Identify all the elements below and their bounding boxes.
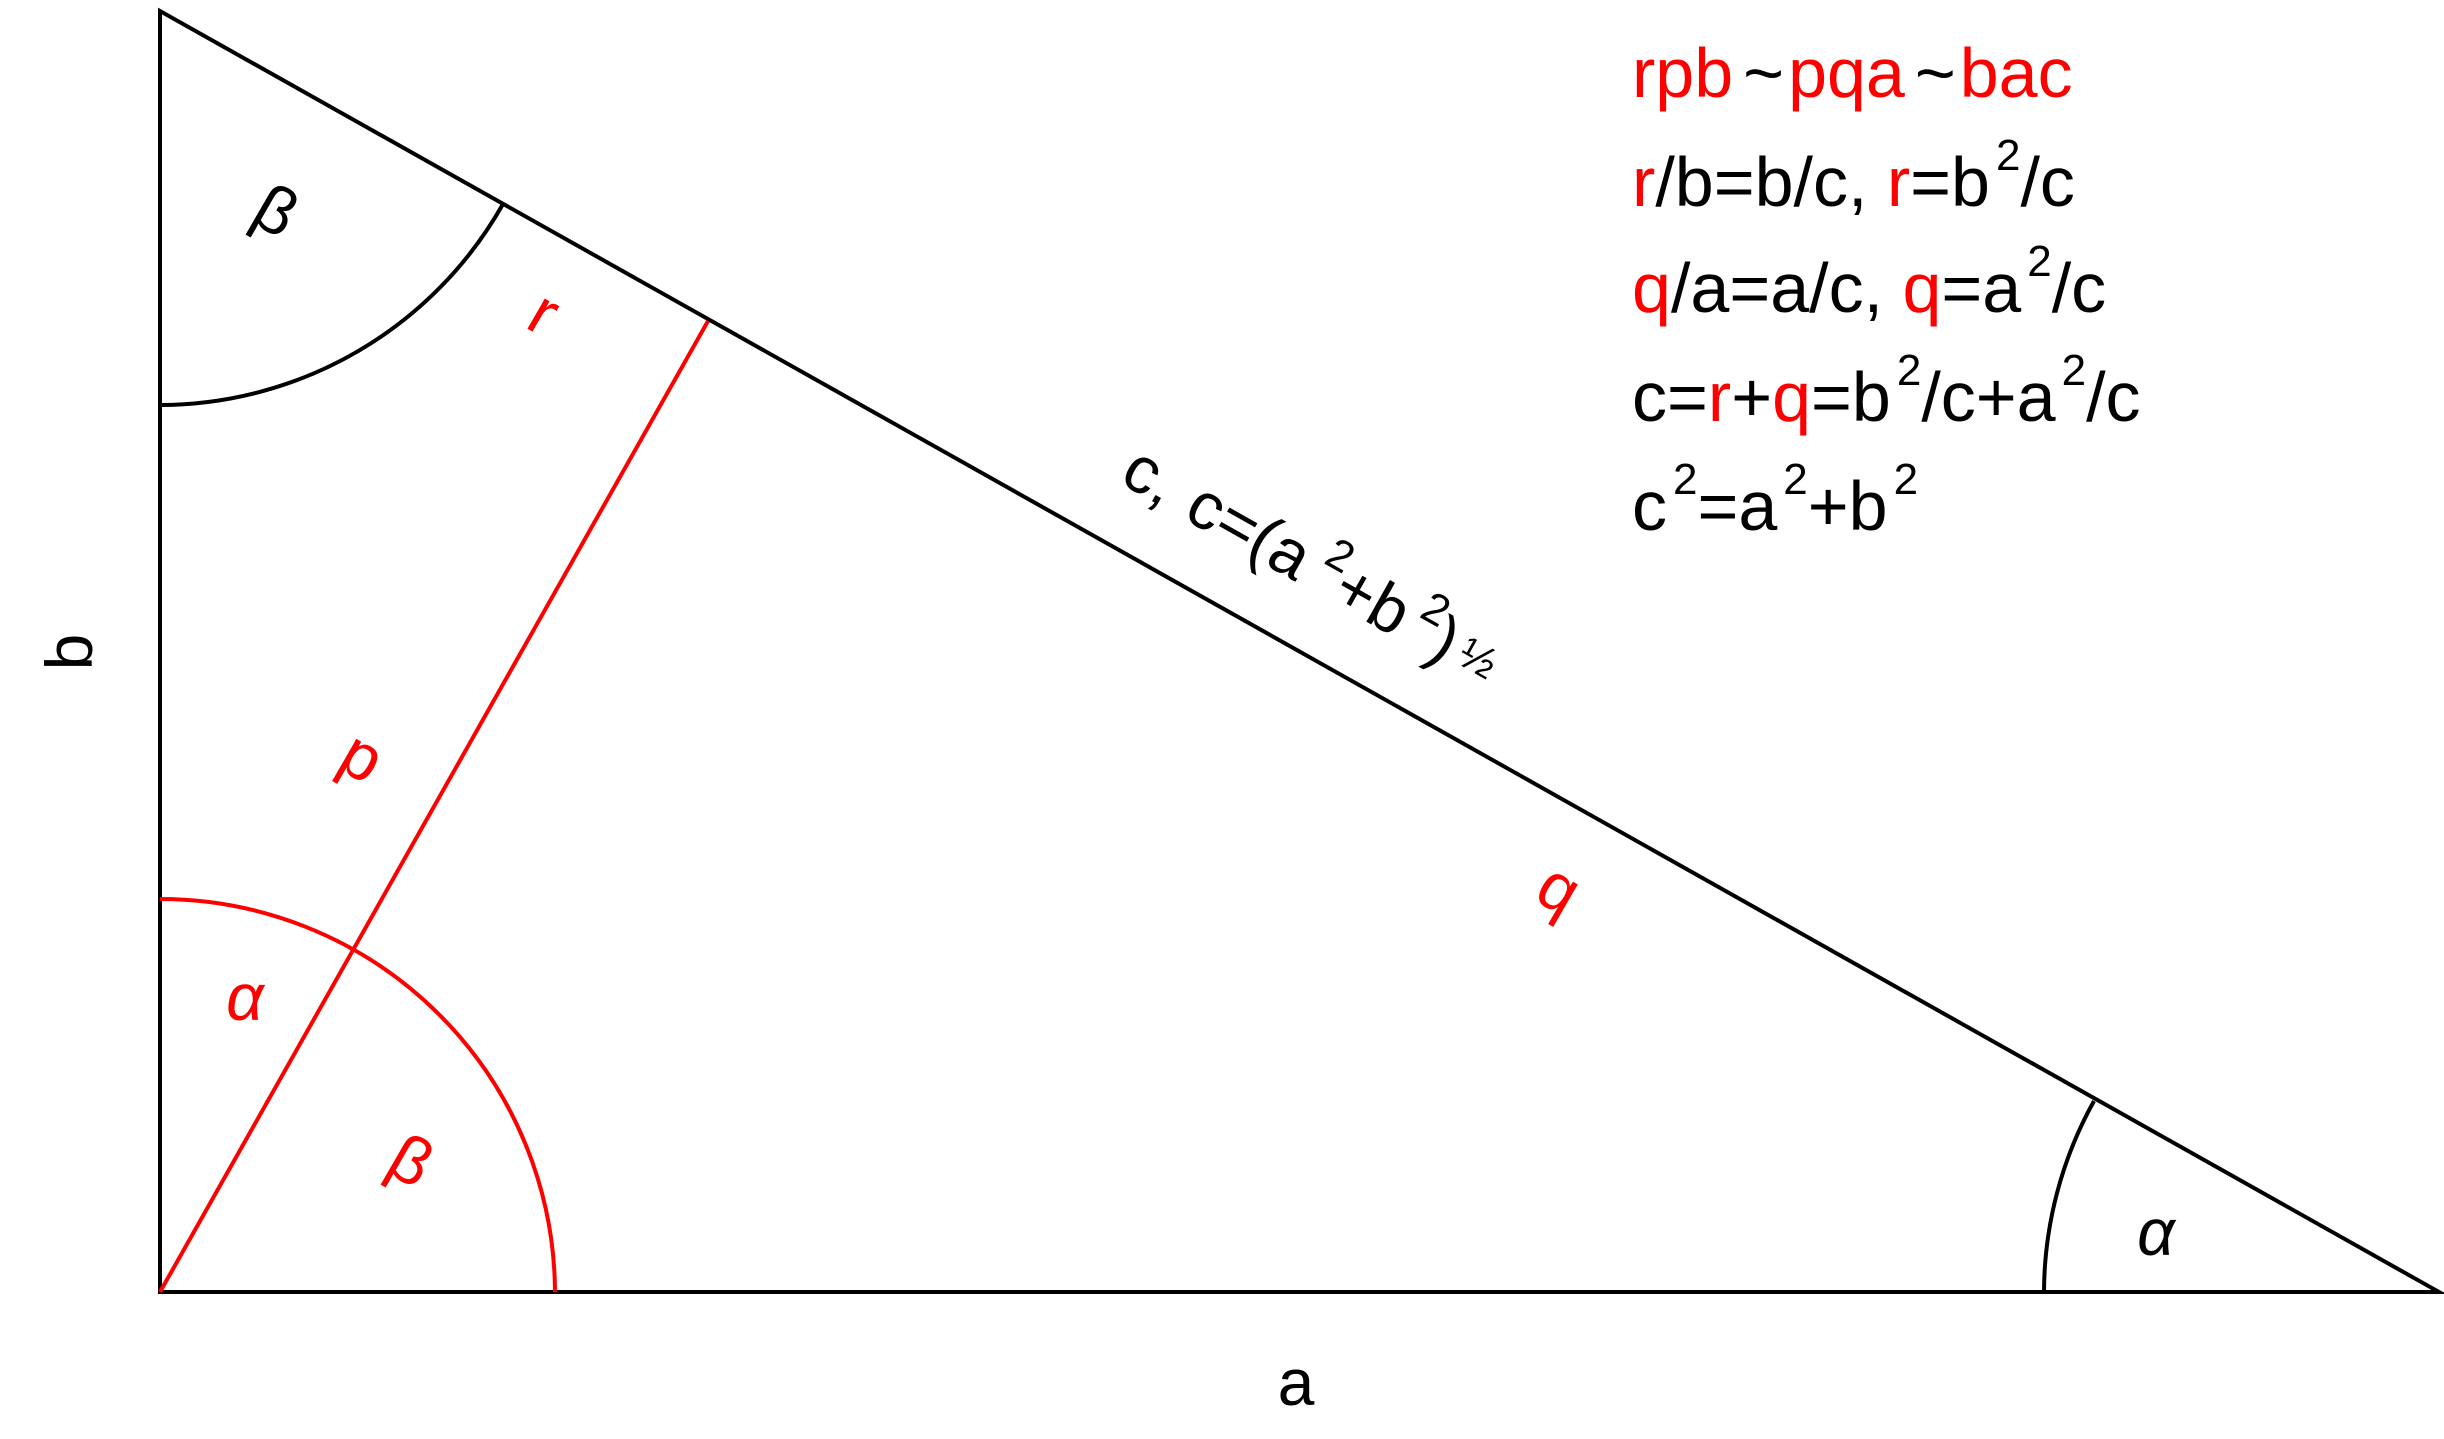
beta-red-label: β <box>377 1119 447 1202</box>
beta-top-label: β <box>242 169 312 252</box>
segment-r-label: r <box>516 275 572 350</box>
alpha-angle-arc <box>2042 1100 2096 1293</box>
equation-similarity: rpb~pqa~bac <box>1632 34 2073 112</box>
segment-q-label: q <box>1525 847 1594 929</box>
right-angle-split-arc <box>159 897 557 1293</box>
beta-angle-arc <box>159 203 505 407</box>
segment-p-label: p <box>328 715 397 797</box>
alpha-red-label: α <box>226 960 266 1034</box>
triangle <box>158 7 2444 1294</box>
alpha-right-label: α <box>2137 1195 2177 1269</box>
altitude-p <box>158 320 710 1293</box>
side-b-label: b <box>32 634 106 671</box>
side-a-label: a <box>1278 1345 1315 1419</box>
